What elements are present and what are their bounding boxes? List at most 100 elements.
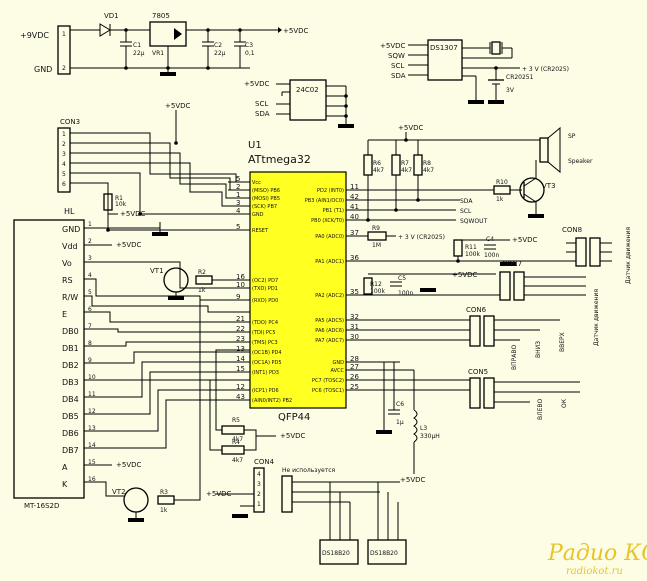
mcu-left-pin-label: (MOSI) PB5 <box>252 196 280 202</box>
lcd-pin-label: DB3 <box>62 378 79 387</box>
mcu-right-pin-num: 35 <box>350 288 359 296</box>
button-vverh: ВВЕРХ <box>559 332 566 352</box>
mcu-left-pin-num: 10 <box>236 281 245 289</box>
sp-label: SP <box>568 133 576 140</box>
vout-label: +5VDC <box>283 27 308 35</box>
vr1-label: VR1 <box>152 50 164 57</box>
r45-5v-label: +5VDC <box>280 432 305 440</box>
lcd-pin-num: 5 <box>88 289 92 296</box>
lcd-pin-label: A <box>62 463 68 472</box>
mcu-left-pin-num: 16 <box>236 273 245 281</box>
mcu-left-pin-label: (TXD) PD1 <box>252 286 278 292</box>
lcd-pin-num: 1 <box>88 221 92 228</box>
mcu-right-pin-label: PA0 (ADC0) <box>315 234 344 240</box>
lcd-pin-label: RS <box>62 276 73 285</box>
mcu-left-pin-num: 5 <box>236 175 240 183</box>
c3-label: C3 <box>245 42 253 49</box>
con5-connector <box>469 377 481 409</box>
lcd-pin-num: 7 <box>88 323 92 330</box>
con6-connector <box>469 315 481 347</box>
vt3-label: VT3 <box>542 182 556 190</box>
mcu-left-pin-num: 1 <box>236 191 240 199</box>
lcd-pin-num: 4 <box>88 272 92 279</box>
c1-label: C1 <box>133 42 141 49</box>
ground-symbol <box>168 296 184 300</box>
rtc-sqw-label: SQW <box>388 52 405 60</box>
lcd-a-label: +5VDC <box>116 461 141 469</box>
ground-symbol <box>128 518 144 522</box>
sensor-move-label: Датчик движения <box>625 227 632 284</box>
mcu-right-pin-num: 11 <box>350 183 359 191</box>
c5-label: C5 <box>398 275 406 282</box>
mcu-right-pin-num: 40 <box>350 213 359 221</box>
mcu-right-pin-label: PA7 (ADC7) <box>315 338 344 344</box>
resistor-r9 <box>367 231 387 241</box>
mcu-left-pin-num: 2 <box>236 183 240 191</box>
r2-label: R2 <box>198 269 206 276</box>
svg-text:6: 6 <box>62 181 66 188</box>
c1-value: 22µ <box>133 50 145 57</box>
mcu-right-pin-label: PC7 (TOSC2) <box>312 378 344 384</box>
lcd-pin-num: 13 <box>88 425 96 432</box>
button-vniz: ВНИЗ <box>535 341 542 358</box>
r7-value: 4k7 <box>401 167 412 174</box>
lcd-name: MT-16S2D <box>24 502 59 510</box>
mcu-left-pin-label: (TMS) PC3 <box>252 340 278 346</box>
mcu-left-pin-num: 3 <box>236 199 240 207</box>
mcu-right-pin-label: PA2 (ADC2) <box>315 293 344 299</box>
cell-voltage: 3V <box>506 87 515 94</box>
ds18b20-1 <box>319 539 359 565</box>
lcd-pin-num: 8 <box>88 340 92 347</box>
mcu-left-pin-label: (INT1) PD3 <box>252 370 279 376</box>
lcd-pin-label: DB2 <box>62 361 79 370</box>
sda-net-label: SDA <box>460 198 473 205</box>
svg-text:4: 4 <box>62 161 66 168</box>
con7-connector <box>499 271 511 301</box>
scl-net-label: SCL <box>460 208 472 215</box>
r9-value: 1M <box>372 242 381 249</box>
rtc-ds1307: DS1307 +5VDC SQW SCL SDA + 3 V (CR2025) … <box>380 39 569 104</box>
r3-value: 1k <box>160 507 168 514</box>
mcu-left-pin-label: GND <box>252 212 264 218</box>
lcd-pin-num: 2 <box>88 238 92 245</box>
ground-symbol <box>160 72 176 76</box>
diode-vd1 <box>99 23 111 37</box>
mcu-package: QFP44 <box>278 412 310 423</box>
r10-value: 1k <box>496 196 504 203</box>
resistor-r12 <box>363 277 373 295</box>
mcu-right-pin-label: GND <box>333 360 345 366</box>
eeprom-scl-label: SCL <box>255 100 268 108</box>
rtc-5v-label: +5VDC <box>380 42 405 50</box>
lcd-pin-label: DB6 <box>62 429 79 438</box>
mcu-left-pin-label: (OC1B) PD4 <box>252 350 282 356</box>
r6-value: 4k7 <box>373 167 384 174</box>
lcd-vdd-label: +5VDC <box>116 241 141 249</box>
lcd-pin-label: DB5 <box>62 412 79 421</box>
r1-5v-label: +5VDC <box>120 210 145 218</box>
mcu-left-pin-num: 5 <box>236 223 240 231</box>
mcu-left-pin-label: (ICP1) PD6 <box>252 388 279 394</box>
con4-5v-label: +5VDC <box>206 490 231 498</box>
r1-value: 10k <box>115 201 127 208</box>
mcu-left-pin-num: 4 <box>236 207 241 215</box>
mcu-left-pin-label: (TDO) PC4 <box>252 320 278 326</box>
mcu-right-pin-label: PA6 (ADC6) <box>315 328 344 334</box>
inductor-l3 <box>413 409 418 443</box>
ds18b20-2 <box>367 539 407 565</box>
speaker <box>539 137 549 163</box>
watermark: Радио КОТ radiokot.ru <box>547 541 647 577</box>
mcu-right-pin-label: PA5 (ADC5) <box>315 318 344 324</box>
mcu-right-pin-label: PB0 (XCK/T0) <box>311 218 344 224</box>
lcd-pin-num: 10 <box>88 374 96 381</box>
ground-symbol <box>338 124 354 128</box>
mcu-right-pin-label: PD2 (INT0) <box>317 188 344 194</box>
power-supply: +9VDC GND 1 2 VD1 C1 22µ 7805 VR1 +5VDC … <box>20 12 308 76</box>
reg-label: 7805 <box>152 12 170 20</box>
mcu-left-pin-num: 21 <box>236 315 245 323</box>
con6-label: CON6 <box>466 306 487 314</box>
svg-text:5: 5 <box>62 171 66 178</box>
mcu-right-pin-label: PB3 (AIN1/OC0) <box>305 198 344 204</box>
